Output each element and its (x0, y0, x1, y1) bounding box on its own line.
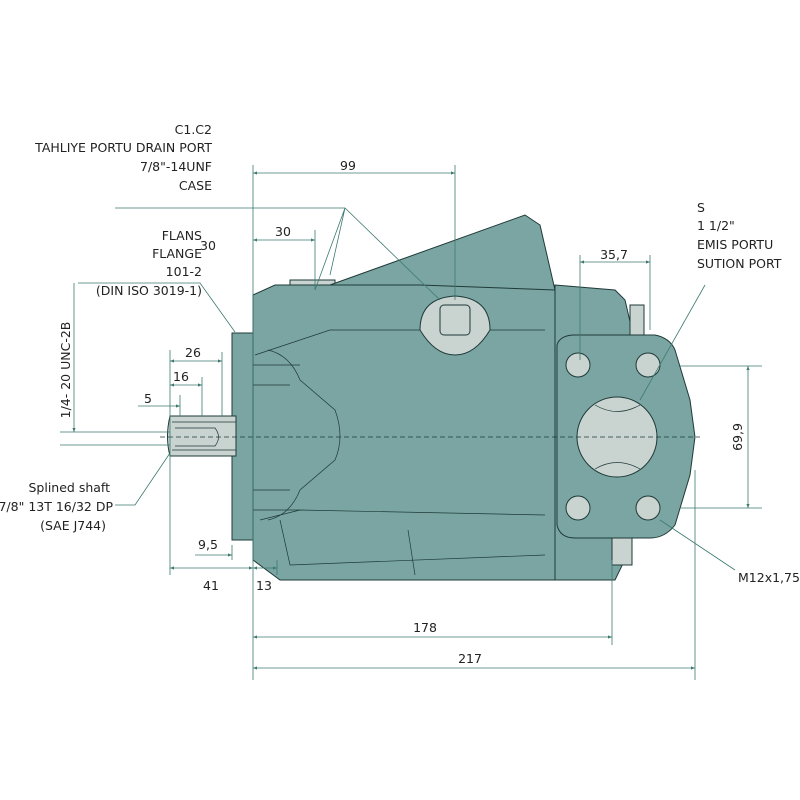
bolt-hole-icon (635, 495, 661, 521)
label-line: 1 1/2" (697, 218, 735, 233)
nut (629, 304, 645, 336)
drain-port-label: C1.C2 TAHLIYE PORTU DRAIN PORT 7/8"-14UN… (34, 122, 212, 193)
dim-99: 99 (340, 158, 356, 173)
label-line: (DIN ISO 3019-1) (96, 283, 202, 298)
dim-5: 5 (144, 391, 152, 406)
dim-16: 16 (173, 369, 189, 384)
dim-178: 178 (413, 620, 437, 635)
suction-port-label: S 1 1/2" EMIS PORTU SUTION PORT (697, 200, 782, 271)
label-line: TAHLIYE PORTU DRAIN PORT (34, 140, 212, 155)
dim-41: 41 (203, 578, 219, 593)
label-line: FLANS (162, 228, 202, 243)
dimension-lines (60, 165, 762, 680)
bolt-hole-icon (565, 495, 591, 521)
dim-69-9: 69,9 (730, 423, 745, 451)
thread-label: 1/4- 20 UNC-2B (58, 322, 73, 419)
label-line: SUTION PORT (697, 256, 782, 271)
dim-9-5: 9,5 (198, 537, 218, 552)
label-line: FLANGE (152, 246, 202, 261)
dim-30: 30 (275, 224, 291, 239)
stray-30-label: 30 (200, 238, 216, 253)
shaft-label: Splined shaft 7/8" 13T 16/32 DP (SAE J74… (0, 480, 113, 533)
bolt-hole-icon (635, 352, 661, 378)
dim-217: 217 (458, 651, 482, 666)
label-line: CASE (179, 178, 212, 193)
pump-body (160, 214, 700, 581)
label-line: 101-2 (166, 264, 202, 279)
label-line: (SAE J744) (40, 518, 106, 533)
dim-26: 26 (185, 345, 201, 360)
flange-label: FLANS FLANGE 101-2 (DIN ISO 3019-1) (96, 228, 202, 298)
bolt-holes (565, 352, 661, 521)
main-housing (252, 284, 556, 581)
label-line: S (697, 200, 705, 215)
dim-35-7: 35,7 (600, 247, 628, 262)
bolt-hole-icon (565, 352, 591, 378)
label-line: 7/8" 13T 16/32 DP (0, 499, 113, 514)
dimension-values: 99 30 35,7 69,9 26 16 5 9,5 41 13 178 21… (144, 158, 745, 666)
label-line: 7/8"-14UNF (140, 159, 212, 174)
label-line: C1.C2 (175, 122, 212, 137)
label-line: Splined shaft (28, 480, 110, 495)
bolt-label: M12x1,75 (738, 570, 800, 585)
label-line: EMIS PORTU (697, 237, 773, 252)
dim-13: 13 (256, 578, 272, 593)
